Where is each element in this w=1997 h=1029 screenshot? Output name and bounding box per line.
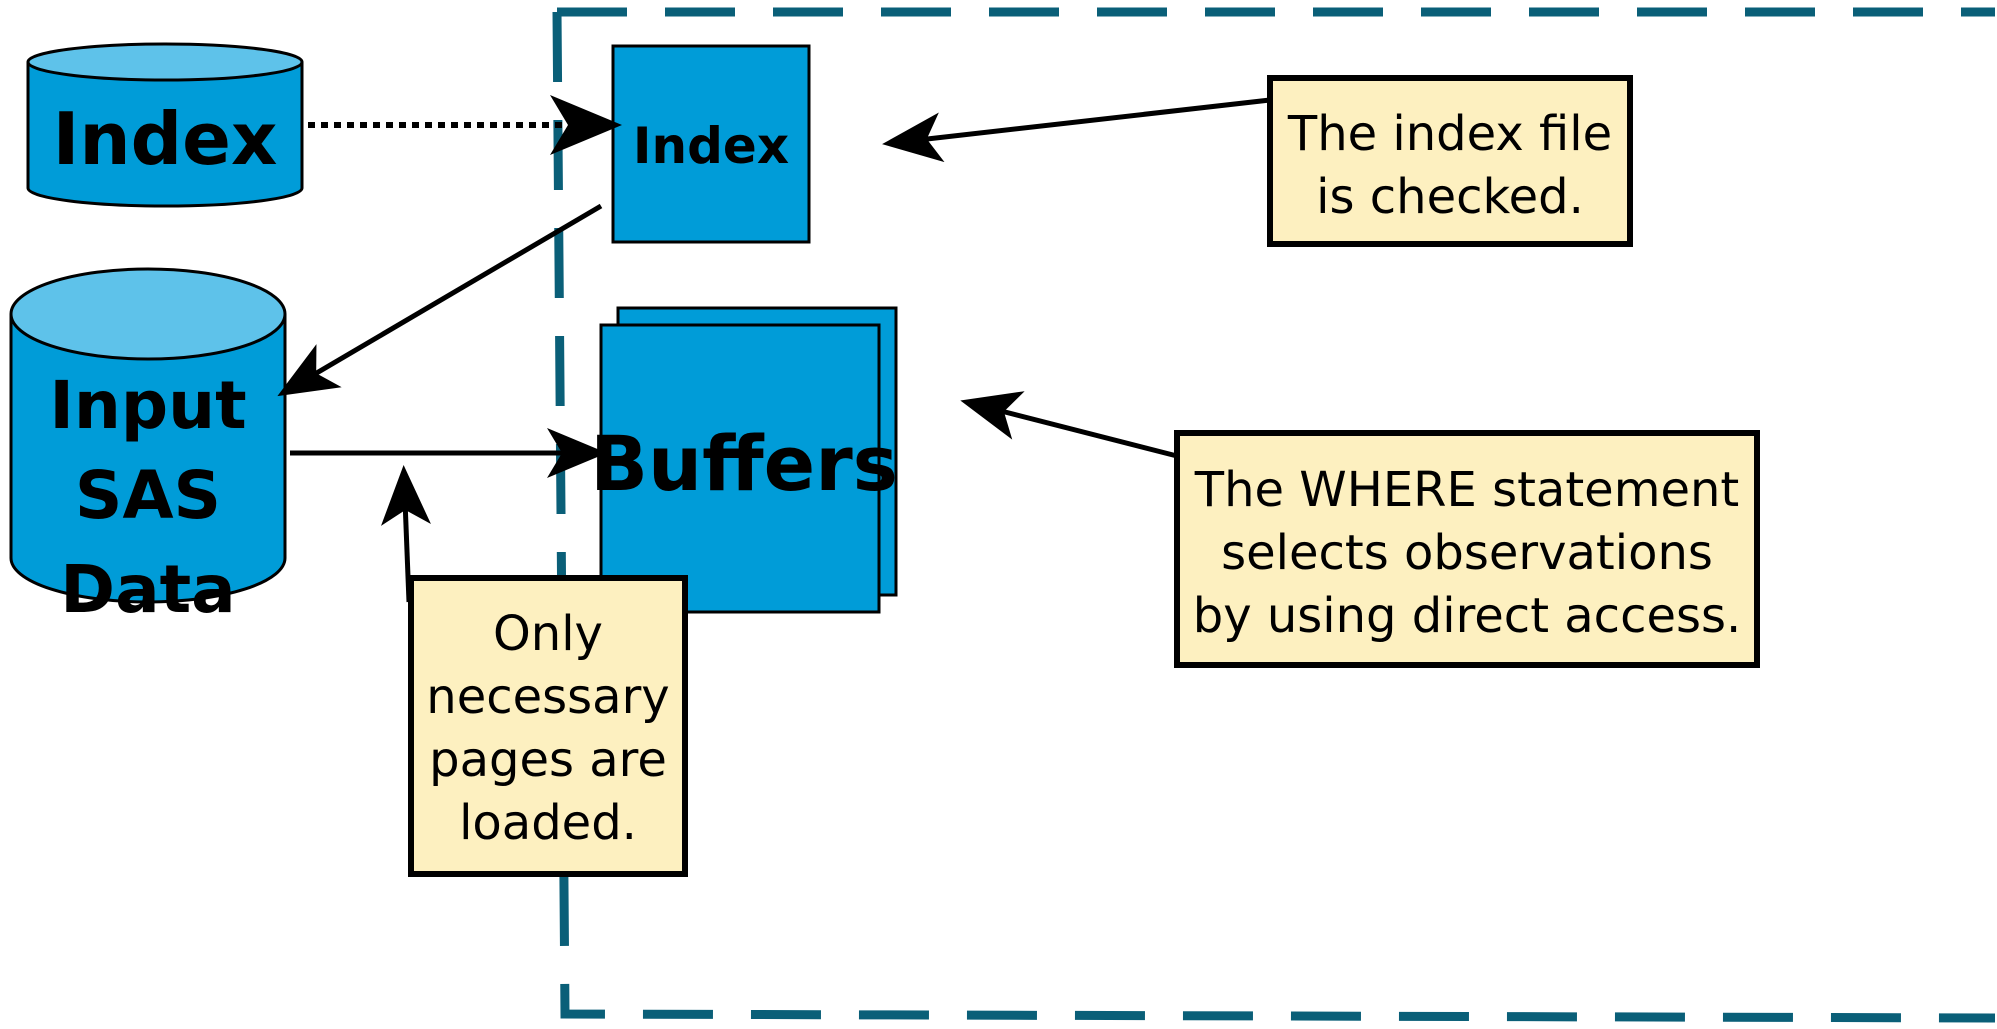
callout-index-checked: The index file is checked. [1267, 75, 1633, 247]
callout-where-line-3: by using direct access. [1193, 588, 1742, 644]
input-data-label-line-3: Data [60, 551, 235, 628]
index-to-data-arrow [277, 203, 603, 397]
buffers-stack: Buffers [590, 306, 898, 614]
callout-where-line-1: The WHERE statement [1194, 462, 1739, 518]
callout-where-statement: The WHERE statement selects observations… [1174, 430, 1760, 668]
callout-pages-line-2: necessary [426, 669, 669, 725]
callout-pages-loaded: Only necessary pages are loaded. [408, 575, 688, 877]
input-data-label-line-2: SAS [75, 457, 221, 534]
callout-where-line-2: selects observations [1221, 525, 1713, 581]
callout-index-checked-line-2: is checked. [1316, 169, 1584, 225]
memory-index-label: Index [633, 117, 789, 175]
callout-index-checked-line-1: The index file [1287, 106, 1612, 162]
index-file-label: Index [53, 97, 278, 181]
input-sas-data-cylinder: Input SAS Data [9, 267, 287, 628]
index-callout-pointer [882, 97, 1271, 163]
callout-pages-line-3: pages are [429, 732, 667, 788]
memory-boundary [552, 7, 1996, 1023]
callout-pages-line-1: Only [493, 606, 603, 662]
index-file-cylinder: Index [26, 42, 304, 208]
where-callout-pointer [960, 391, 1178, 459]
input-data-label-line-1: Input [49, 367, 246, 444]
memory-index-box: Index [611, 44, 811, 244]
buffers-label: Buffers [590, 419, 898, 508]
callout-pages-line-4: loaded. [459, 795, 637, 851]
